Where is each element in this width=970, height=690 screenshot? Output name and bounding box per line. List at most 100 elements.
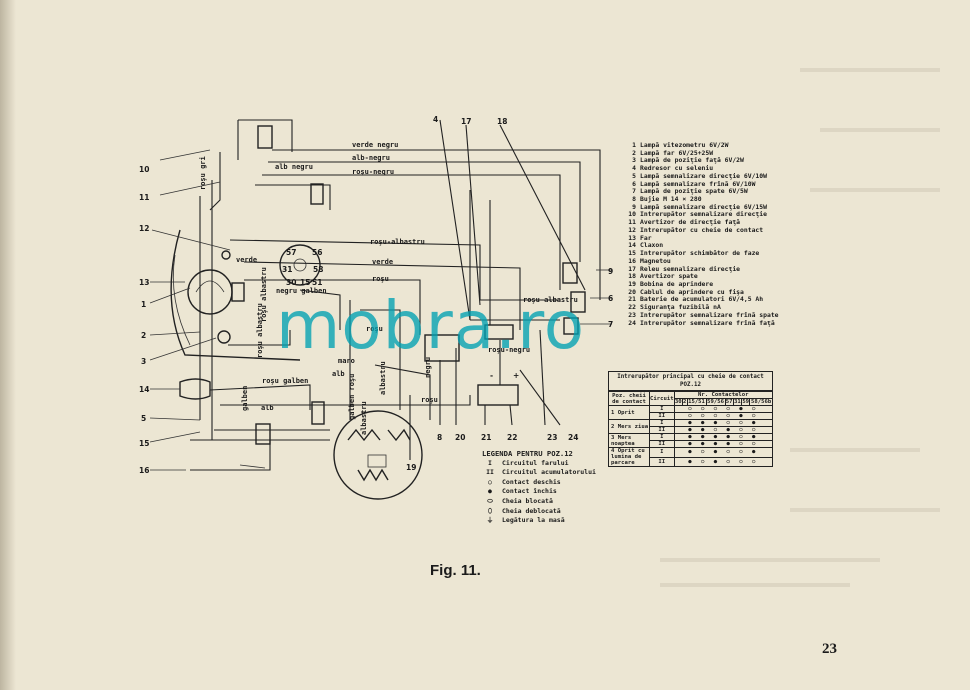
- terminal-label: 30: [286, 278, 296, 287]
- wire-label: roşu gri: [199, 156, 207, 190]
- legend-number: 23: [628, 310, 636, 319]
- position-label: Oprit: [617, 409, 635, 416]
- position-number: 3: [611, 434, 615, 441]
- callout: 16: [139, 466, 149, 475]
- battery-terminal: -: [490, 371, 493, 380]
- table-row: II● ○ ● ○ ○ ○: [609, 456, 774, 467]
- circuit-cell: II: [649, 456, 675, 467]
- contact-table-grid: Poz. cheii de contact Circuit Nr. Contac…: [608, 391, 774, 467]
- legend-number: 11: [628, 218, 636, 227]
- direction-switch-icon: [257, 125, 273, 149]
- contacts-state: ● ○ ● ○ ○ ●: [673, 447, 774, 458]
- legend-text: Far: [640, 233, 652, 242]
- contacts-state: ● ● ● ● ○ ●: [673, 433, 774, 441]
- callout: 22: [507, 433, 517, 442]
- ignition-coil-icon: [424, 334, 460, 362]
- poz-legend-symbol: ⬯: [487, 506, 493, 515]
- wire-label: negru galben: [276, 287, 327, 295]
- contact-number: 15/51: [686, 398, 707, 406]
- contacts-state: ● ● ● ○ ○ ●: [673, 419, 774, 427]
- legend-text: Magnetou: [640, 256, 671, 265]
- magneto-coil-bottom: [357, 468, 389, 482]
- legend-text: Bobina de aprindere: [640, 279, 714, 288]
- contact-number: 58/56b: [749, 398, 773, 406]
- wire-label: alb-negru: [352, 154, 390, 162]
- wire-label: roşu-negru: [488, 346, 530, 354]
- callout: 15: [139, 439, 149, 448]
- legend-text: Baterie de acumulatori 6V/4,5 Ah: [640, 295, 764, 304]
- battery-terminal: +: [513, 371, 519, 380]
- wire-label: negru: [424, 357, 432, 378]
- position-cell: 3 Mers noaptea: [608, 433, 650, 448]
- col-circuit: Circuit: [649, 391, 675, 406]
- wire-label: alb negru: [275, 163, 313, 171]
- legend-text: Lampă de poziţie spate 6V/5W: [640, 187, 748, 196]
- legend-text: Bujie M 14 × 280: [640, 195, 702, 204]
- contact-number: 57: [724, 398, 734, 406]
- legend-number: 17: [628, 264, 636, 273]
- legend-text: Intrerupător semnalizare direcţie: [640, 210, 767, 219]
- legend-text: Lampă semnalizare frînă 6V/10W: [640, 179, 756, 188]
- callout: 21: [481, 433, 491, 442]
- wire-label: alb: [261, 404, 274, 412]
- callout: 7: [608, 320, 613, 329]
- poz-legend-symbol: ⬭: [487, 496, 493, 505]
- legend-number: 9: [632, 202, 636, 211]
- wire-label: maro: [338, 357, 355, 365]
- relay-icon: [484, 324, 514, 340]
- legend-text: Redresor cu seleniu: [640, 164, 714, 173]
- legend-number: 10: [628, 210, 636, 219]
- terminal-label: 51: [312, 278, 322, 287]
- rear-horn-icon: [311, 401, 325, 425]
- legend-number: 6: [632, 179, 636, 188]
- wire-label: albastru: [379, 361, 387, 395]
- contacts-state: ○ ○ ○ ○ ● ○: [673, 405, 774, 413]
- legend-text: Lampă semnalizare direcţie 6V/15W: [640, 202, 767, 211]
- rear-position-lamp-icon: [563, 317, 579, 335]
- legend-number: 2: [632, 148, 636, 157]
- legend-number: 14: [628, 241, 636, 250]
- poz-legend-label: Circuitul farului: [502, 458, 569, 467]
- legend-number: 7: [632, 187, 636, 196]
- contacts-state: ○ ○ ○ ○ ● ○: [673, 412, 774, 420]
- callout: 13: [139, 278, 149, 287]
- poz-legend-row: ○Contact deschis: [478, 478, 598, 488]
- contact-table-title: Intrerupător principal cu cheie de conta…: [617, 374, 764, 380]
- legend-item: 2 Lampă far 6V/25+25W: [624, 148, 804, 158]
- circuit-cell: II: [649, 412, 675, 420]
- legend-item: 6 Lampă semnalizare frînă 6V/10W: [624, 179, 804, 189]
- watermark-logo: mobra.ro: [276, 287, 586, 364]
- table-row: II● ● ● ● ○ ○: [609, 440, 774, 448]
- wire-label: albastru: [360, 401, 368, 435]
- poz-legend-label: Legătura la masă: [502, 516, 565, 525]
- terminal-label: 31: [282, 265, 292, 274]
- legend-text: Lampă far 6V/25+25W: [640, 148, 714, 157]
- contact-table-subtitle: POZ.12: [680, 382, 701, 388]
- callout: 19: [406, 463, 416, 472]
- legend-number: 12: [628, 225, 636, 234]
- callout: 14: [139, 385, 149, 394]
- headlamp-inner-outline: [172, 254, 191, 346]
- legend-item: 7 Lampă de poziţie spate 6V/5W: [624, 187, 804, 196]
- position-label: Mers noaptea: [611, 434, 635, 447]
- poz-legend-label: Contact închis: [502, 487, 557, 496]
- legend-text: Intrerupător cu cheie de contact: [640, 225, 764, 234]
- legend-item: 10 Intrerupător semnalizare direcţie: [624, 211, 804, 219]
- legend-number: 24: [628, 318, 636, 327]
- position-number: 2: [611, 423, 615, 430]
